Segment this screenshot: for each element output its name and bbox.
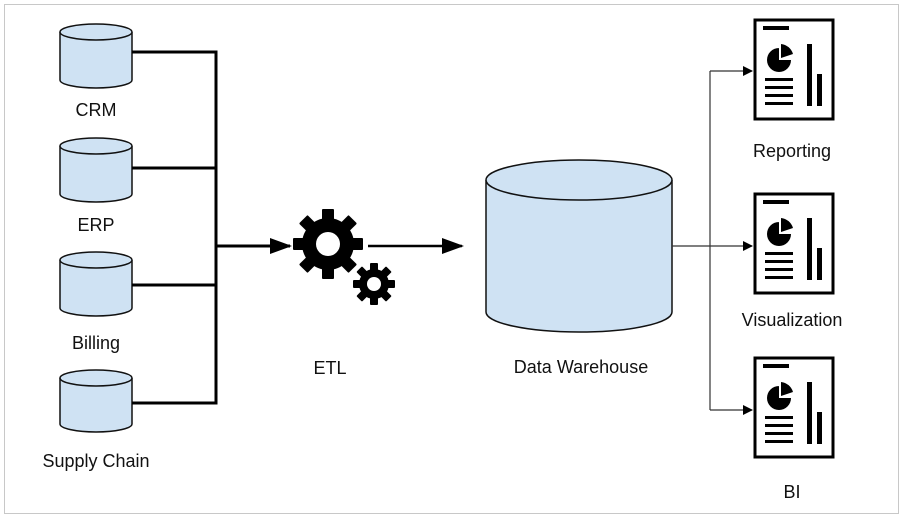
etl-label: ETL (313, 358, 347, 378)
warehouse-database-icon (485, 159, 673, 333)
source-database-icon-billing (59, 251, 133, 317)
warehouse-label: Data Warehouse (513, 357, 649, 377)
output-label-bi: BI (783, 482, 801, 502)
source-connectors (132, 50, 218, 405)
source-label-billing: Billing (71, 333, 121, 353)
report-document-icon-bi (753, 356, 835, 459)
report-document-icon-visualization (753, 192, 835, 295)
gears-icon (293, 209, 395, 305)
report-document-icon-reporting (753, 18, 835, 121)
source-database-icon-erp (59, 137, 133, 203)
diagram-frame (4, 4, 899, 514)
output-connectors (672, 66, 753, 415)
source-database-icon-supply-chain (59, 369, 133, 433)
source-label-supply-chain: Supply Chain (42, 451, 150, 471)
output-label-reporting: Reporting (752, 141, 832, 161)
source-label-erp: ERP (77, 215, 115, 235)
output-label-visualization: Visualization (741, 310, 843, 330)
source-database-icon-crm (59, 23, 133, 89)
source-label-crm: CRM (75, 100, 117, 120)
